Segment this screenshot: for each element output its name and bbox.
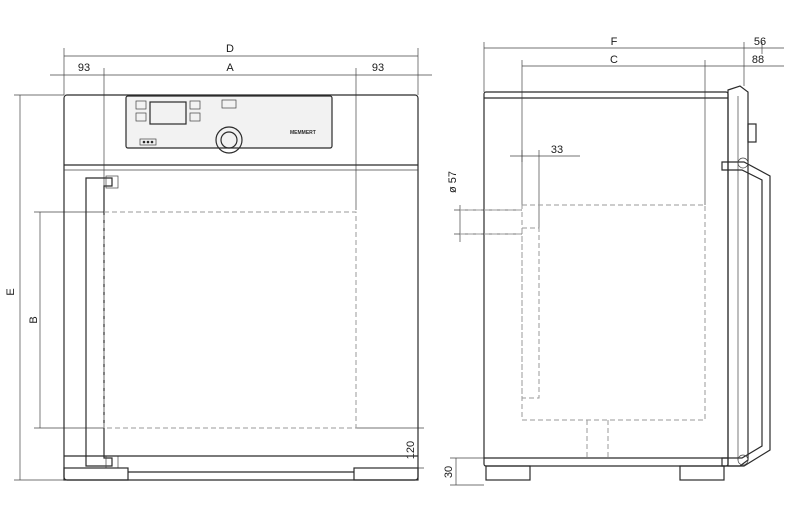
dim-F: F (611, 36, 618, 48)
dim-D: D (226, 43, 234, 55)
key-icon (221, 99, 237, 109)
dim-dia57: ø 57 (447, 171, 459, 193)
side-body (483, 91, 729, 467)
dim-33: 33 (551, 144, 563, 156)
dim-88: 88 (752, 54, 764, 66)
dim-93-left: 93 (78, 62, 90, 74)
interior-hidden (103, 211, 357, 429)
dim-A: A (226, 62, 234, 74)
dim-E: E (5, 288, 17, 295)
side-handle (721, 161, 771, 467)
front-foot-left (63, 467, 129, 481)
control-knob (215, 126, 243, 154)
dim-93-right: 93 (372, 62, 384, 74)
side-interior-hidden (521, 204, 706, 421)
front-body (63, 94, 419, 481)
front-foot-right (353, 467, 419, 481)
led-indicators (139, 138, 157, 146)
side-foot-left (485, 465, 531, 481)
control-panel (125, 95, 333, 149)
door-handle (85, 177, 113, 467)
dim-56: 56 (754, 36, 766, 48)
side-view: F 56 C 88 33 ø 57 (447, 36, 784, 481)
front-view: D 93 A 93 E B 120 30 (5, 43, 484, 486)
dim-30: 30 (443, 466, 455, 478)
dim-B: B (28, 316, 40, 323)
display-screen (149, 101, 187, 125)
side-foot-right (679, 465, 725, 481)
side-knob (747, 123, 757, 143)
brand-logo: MEMMERT (290, 130, 316, 136)
dim-120: 120 (405, 441, 417, 459)
dim-C: C (610, 54, 618, 66)
